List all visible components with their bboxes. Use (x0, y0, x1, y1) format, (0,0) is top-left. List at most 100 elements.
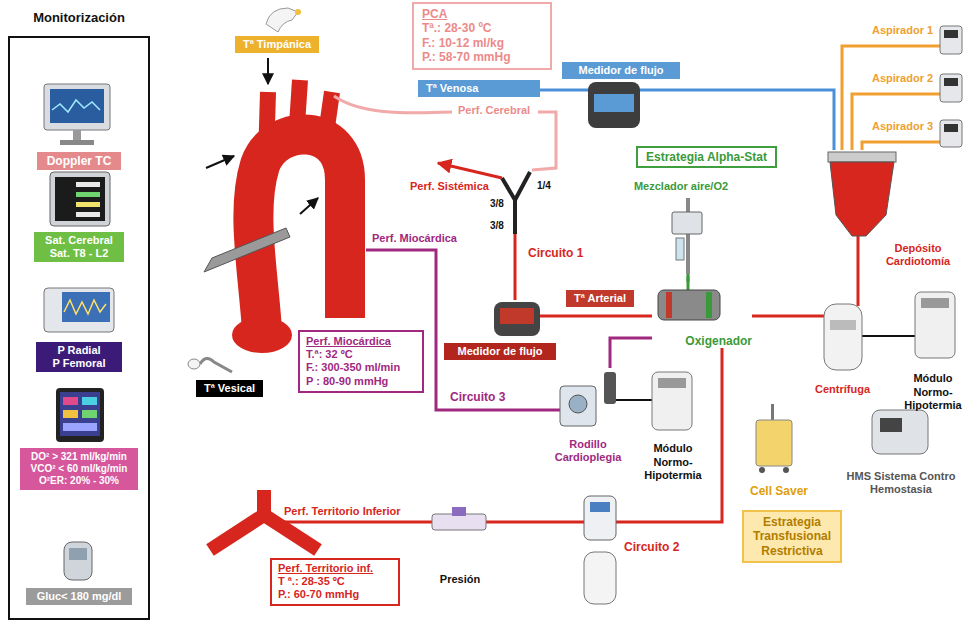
port-size: 1/4 (537, 180, 551, 192)
analyzer-screen (880, 418, 902, 432)
monitor-name: P Radial (42, 344, 116, 357)
hemostasis-analyzer (872, 410, 928, 454)
suction-display (944, 124, 958, 132)
target-value: DO² > 321 ml/kg/min (22, 451, 136, 463)
monitor-reading (82, 410, 97, 418)
pump-display (590, 502, 610, 512)
doppler-monitor (44, 84, 110, 130)
glucometer-screen (69, 548, 87, 560)
suction-device: Aspirador 2 (872, 72, 966, 100)
sensor-label: Tª Venosa (418, 80, 540, 97)
monitor-label: DO² > 321 ml/kg/minVCO² < 60 ml/kg/minO²… (20, 448, 138, 490)
flow-meter: Medidor de flujo (562, 62, 680, 134)
connector (852, 94, 872, 150)
strategy-box: Estrategia Transfusional Restrictiva (742, 510, 842, 563)
circuit-label: Circuito 3 (450, 390, 505, 404)
connector (628, 399, 640, 401)
centrifugal-pump (584, 552, 616, 604)
device-name: Presión (440, 573, 480, 586)
line-label: Perf. Territorio Inferior (284, 505, 401, 518)
heater-panel (658, 378, 686, 388)
sensor-name: Tª Arterial (574, 292, 626, 305)
line-label: Perf. Miocárdica (372, 232, 457, 245)
cerebral-line (532, 112, 556, 170)
cell-saver-pole (771, 404, 774, 422)
pointer-arrow (267, 58, 269, 84)
suction-device (940, 74, 962, 102)
hemostasis-analyzer: HMS Sistema Contro Hemostasia (836, 400, 966, 496)
strategy-name: Estrategia Transfusional Restrictiva (748, 515, 836, 558)
parameter-box: Perf. Territorio inf.T ª.: 28-35 ºCP.: 6… (270, 558, 400, 606)
monitor-name: Doppler TC (43, 154, 115, 168)
reservoir-lid (828, 152, 896, 162)
parameter-value: F.: 300-350 ml/min (306, 361, 416, 374)
cardiotomy-reservoir (830, 162, 894, 236)
heater-cooler (652, 372, 692, 430)
parameter-value: P.: 58-70 mmHg (422, 50, 542, 64)
device-name: Mezclador aire/O2 (616, 180, 746, 193)
pressure-sensor: Presión (424, 506, 496, 586)
device-name: Módulo Normo-Hipotermia (902, 372, 964, 412)
monitor-reading (63, 423, 97, 431)
parameter-value: T.ª: 32 ºC (306, 348, 416, 361)
parameter-value: Perf. Miocárdica (306, 335, 416, 348)
oxygenator-band (666, 292, 672, 318)
heater-panel (921, 298, 949, 308)
device-name: Medidor de flujo (562, 62, 680, 79)
device-name: Aspirador 3 (872, 120, 966, 133)
blender-pole (686, 198, 690, 274)
connector (880, 335, 902, 337)
monitor-name: Sat. T8 - L2 (40, 247, 118, 260)
monitor-reading (82, 397, 97, 405)
monitor-wave (52, 100, 100, 112)
circuit-label: Circuito 1 (528, 246, 583, 260)
gas-line (687, 272, 690, 290)
pressure-monitor (44, 288, 114, 332)
parameter-value: Tª.: 28-30 ºC (422, 21, 542, 35)
device-name: HMS Sistema Contro Hemostasia (836, 470, 966, 496)
connector (857, 268, 860, 300)
parameter-box: Perf. MiocárdicaT.ª: 32 ºCF.: 300-350 ml… (298, 330, 424, 393)
monitor-name: P Femoral (42, 357, 116, 370)
monitoring-panel: MonitorizaciónDoppler TCSat. CerebralSat… (8, 36, 150, 620)
connector (540, 89, 562, 92)
flow-meter-display (500, 308, 534, 324)
target-value: Gluc< 180 mg/dl (32, 590, 126, 603)
flow-meter: Medidor de flujo (444, 298, 556, 360)
cell-saver (756, 420, 792, 466)
sensor-name: Tª Venosa (426, 82, 532, 95)
connector (862, 142, 872, 150)
pointer-arrow (300, 198, 318, 214)
oxygenator: Oxigenador (652, 282, 752, 348)
monitor-stand (73, 130, 81, 140)
ear-thermometer (266, 8, 298, 32)
metabolic-monitor (56, 388, 104, 442)
sensor-name: Tª Vesical (204, 382, 255, 395)
cerebral-line (334, 96, 452, 113)
sensor-label: Tª Vesical (196, 380, 263, 397)
monitor-label: Doppler TC (37, 152, 121, 170)
pump-console (584, 496, 616, 540)
target-value: O²ER: 20% - 30% (22, 475, 136, 487)
centrifugal-pump (824, 304, 862, 370)
monitor-label: P RadialP Femoral (36, 342, 122, 372)
parameter-value: P.: 60-70 mmHg (278, 588, 392, 601)
systemic-arrow (438, 163, 502, 178)
cardiotomy-reservoir: Depósito Cardiotomía (826, 150, 966, 268)
monitor-screen (60, 392, 100, 436)
pressure-sensor (452, 507, 466, 516)
y-connector (502, 172, 530, 234)
monitor-name: Sat. Cerebral (40, 234, 118, 247)
oxygenator (658, 290, 720, 320)
suction-device: Aspirador 1 (872, 24, 966, 52)
device-name: Rodillo Cardioplegia (548, 438, 628, 464)
heater-cooler: Módulo Normo-Hipotermia (902, 288, 964, 412)
strategy-box: Estrategia Alpha-Stat (636, 146, 777, 168)
monitor-screen (62, 292, 110, 322)
flowmeter-tube (676, 238, 684, 260)
panel-heading: Monitorización (10, 10, 148, 26)
cell-saver: Cell Saver (742, 404, 816, 498)
roller-pump (560, 386, 596, 426)
parameter-box: PCATª.: 28-30 ºCF.: 10-12 ml/kgP.: 58-70… (412, 2, 552, 70)
cardioplegia-filter (604, 372, 616, 404)
